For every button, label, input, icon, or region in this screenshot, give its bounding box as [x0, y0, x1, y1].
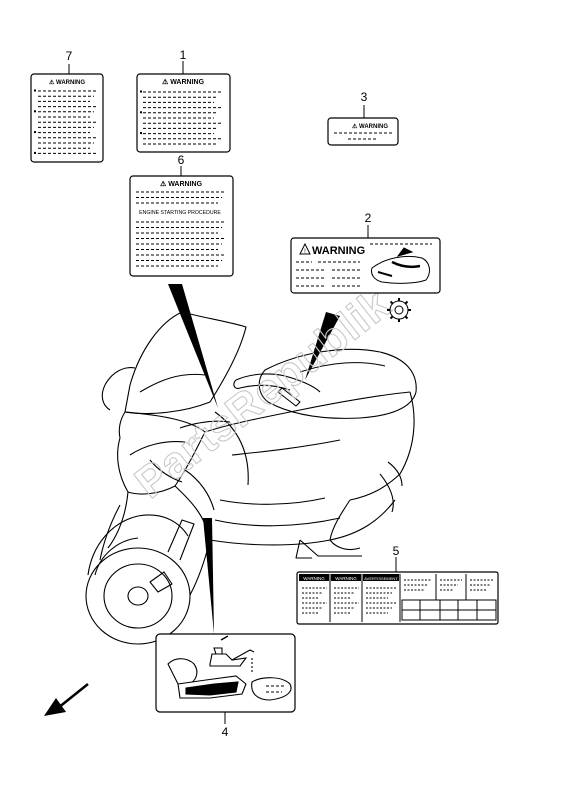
scooter-drawing: [85, 311, 417, 645]
label-4[interactable]: 4: [155, 633, 296, 739]
label-7-warning: ⚠ WARNING: [49, 79, 85, 86]
callout-5: 5: [393, 544, 400, 558]
label-3-warning: ⚠ WARNING: [352, 123, 388, 130]
pointer-wedges: [168, 284, 340, 634]
oil-can-icon: [209, 635, 255, 672]
label-5-dividers: [329, 574, 497, 622]
label-2-warning: WARNING: [312, 245, 365, 257]
label-6-text-lines: [136, 191, 226, 267]
label-5-warning-c: AVERTISSEMENT: [364, 576, 398, 581]
callout-7: 7: [66, 49, 73, 63]
callout-1: 1: [180, 48, 187, 62]
label-6[interactable]: 6 ⚠ WARNING ENGINE STARTING PROCEDURE: [129, 153, 234, 277]
label-7[interactable]: 7 ⚠ WARNING: [30, 49, 104, 163]
label-5-warning-b: WARNING: [335, 576, 357, 581]
label-2[interactable]: 2 ! WARNING: [290, 211, 441, 294]
label-5-text-lines: [302, 579, 494, 614]
callout-4: 4: [222, 725, 229, 739]
label-6-pointer: [168, 284, 218, 408]
label-5-warning-a: WARNING: [303, 576, 325, 581]
label-1-warning: ⚠ WARNING: [162, 78, 205, 86]
gear-icon: [387, 298, 411, 322]
watermark: PartsRepublik: [126, 279, 400, 508]
label-1-text-lines: [140, 90, 222, 145]
label-6-engine-starting: ENGINE STARTING PROCEDURE: [139, 210, 221, 216]
label-5[interactable]: 5 WARNING WARNING AVERTISSEMENT: [296, 544, 499, 625]
label-4-pointer: [203, 518, 214, 634]
callout-3: 3: [361, 90, 368, 104]
arrow-down-left-icon: [44, 683, 89, 716]
label-2-text-lines: [296, 243, 432, 287]
engine-cutaway-icon: [167, 658, 292, 701]
callout-2: 2: [365, 211, 372, 225]
label-3[interactable]: 3 ⚠ WARNING: [327, 90, 399, 146]
scooter-seat-icon: [371, 247, 430, 284]
svg-text:!: !: [304, 249, 306, 255]
warning-triangle-icon: !: [299, 242, 311, 255]
label-2-pointer: [305, 312, 340, 380]
label-7-text-lines: [34, 89, 98, 154]
label-1[interactable]: 1 ⚠ WARNING: [136, 48, 231, 153]
callout-6: 6: [178, 153, 185, 167]
label-6-warning: ⚠ WARNING: [160, 180, 203, 188]
